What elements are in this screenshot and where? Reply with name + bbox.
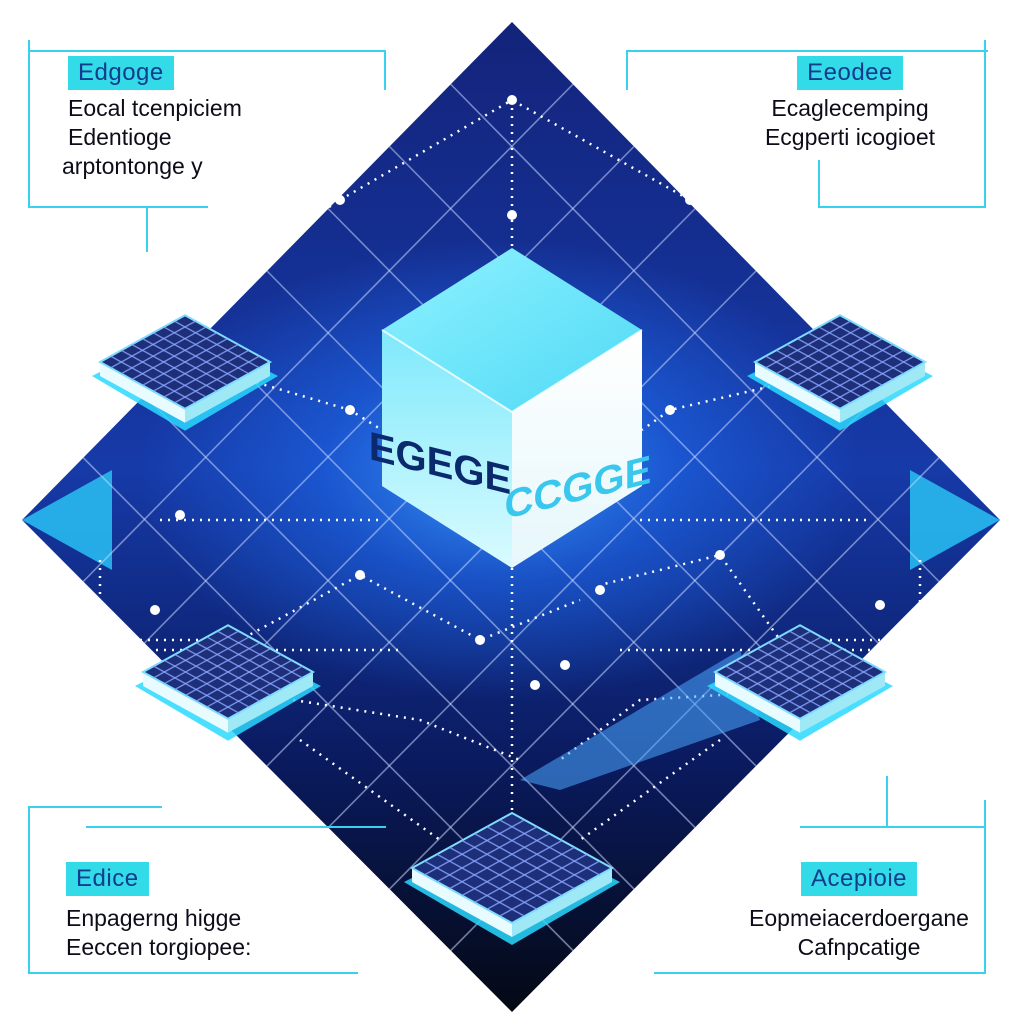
- left-glow-tip: [22, 470, 112, 570]
- frame-top-right-drop: [818, 160, 820, 208]
- connection-node: [665, 405, 675, 415]
- callout-top-right: Eeodee Ecaglecemping Ecgperti icogioet: [740, 56, 960, 152]
- frame-top-left-drop: [146, 206, 148, 252]
- connection-node: [595, 585, 605, 595]
- connection-node: [355, 570, 365, 580]
- connection-node: [507, 95, 517, 105]
- frame-bottom-right-drop: [886, 776, 888, 826]
- cube-side: [512, 330, 642, 568]
- grid-line: [388, 394, 879, 890]
- frame-bottom-right-b: [654, 972, 986, 974]
- chip-bottom: [404, 811, 620, 945]
- callout-bottom-right-line-2: Cafnpcatige: [797, 934, 921, 960]
- callout-top-right-tag: Eeodee: [797, 56, 903, 90]
- connection-node: [475, 635, 485, 645]
- frame-bottom-left-b: [28, 972, 358, 974]
- frame-bottom-right-h: [800, 826, 986, 828]
- chip-top-right: [747, 314, 933, 431]
- right-glow-tip: [910, 470, 1000, 570]
- connection-node: [560, 660, 570, 670]
- chip-middle-right: [707, 624, 893, 741]
- light-ray: [520, 650, 760, 790]
- edge-server-cube: [381, 248, 643, 568]
- cube-front: [382, 330, 512, 568]
- frame-top-right-b: [818, 206, 986, 208]
- callout-top-left-line-3: arptontonge y: [62, 153, 203, 179]
- frame-bottom-left-h: [28, 806, 162, 808]
- grid-line: [327, 332, 818, 829]
- connection-node: [150, 605, 160, 615]
- frame-top-left-v: [28, 40, 32, 208]
- connection-node: [345, 405, 355, 415]
- callout-top-left-tag: Edgoge: [68, 56, 174, 90]
- connection-node: [95, 635, 105, 645]
- connection-node: [875, 600, 885, 610]
- frame-top-right-h: [626, 50, 988, 90]
- connection-node: [335, 195, 345, 205]
- callout-bottom-right: Acepioie Eopmeiacerdoergane Cafnpcatige: [724, 862, 994, 962]
- grid-line: [143, 394, 635, 890]
- frame-top-left-h: [28, 50, 386, 90]
- connection-node: [715, 550, 725, 560]
- callout-top-right-line-1: Ecaglecemping: [771, 95, 929, 121]
- frame-bottom-right-v: [984, 800, 986, 972]
- frame-bottom-left-t: [86, 826, 386, 828]
- connection-node: [915, 635, 925, 645]
- chip-top-left: [92, 314, 278, 431]
- frame-top-right-v: [984, 40, 986, 208]
- callout-top-left-line-1: Eocal tcenpiciem: [68, 95, 242, 121]
- frame-bottom-left-v: [28, 806, 30, 974]
- callout-top-left-line-2: Edentioge: [68, 124, 172, 150]
- callout-bottom-right-tag: Acepioie: [800, 862, 918, 896]
- callout-top-left: Edgoge Eocal tcenpiciem Edentioge arpton…: [62, 56, 242, 181]
- connection-node: [685, 195, 695, 205]
- callout-bottom-left-tag: Edice: [66, 862, 149, 896]
- dotted-path: [98, 560, 581, 642]
- connection-node: [175, 510, 185, 520]
- dotted-path: [559, 688, 801, 761]
- connection-node: [530, 680, 540, 690]
- chip-middle-left: [135, 624, 321, 741]
- callout-top-right-line-2: Ecgperti icogioet: [764, 124, 936, 150]
- connection-nodes: [95, 95, 925, 690]
- callout-bottom-left-line-1: Enpagerng higge: [66, 905, 242, 931]
- callout-bottom-right-line-1: Eopmeiacerdoergane: [749, 905, 969, 931]
- frame-top-left-b: [28, 206, 208, 208]
- connection-node: [507, 210, 517, 220]
- callout-bottom-left: Edice Enpagerng higge Eeccen torgiopee:: [66, 862, 251, 962]
- callout-bottom-left-line-2: Eeccen torgiopee:: [66, 934, 252, 960]
